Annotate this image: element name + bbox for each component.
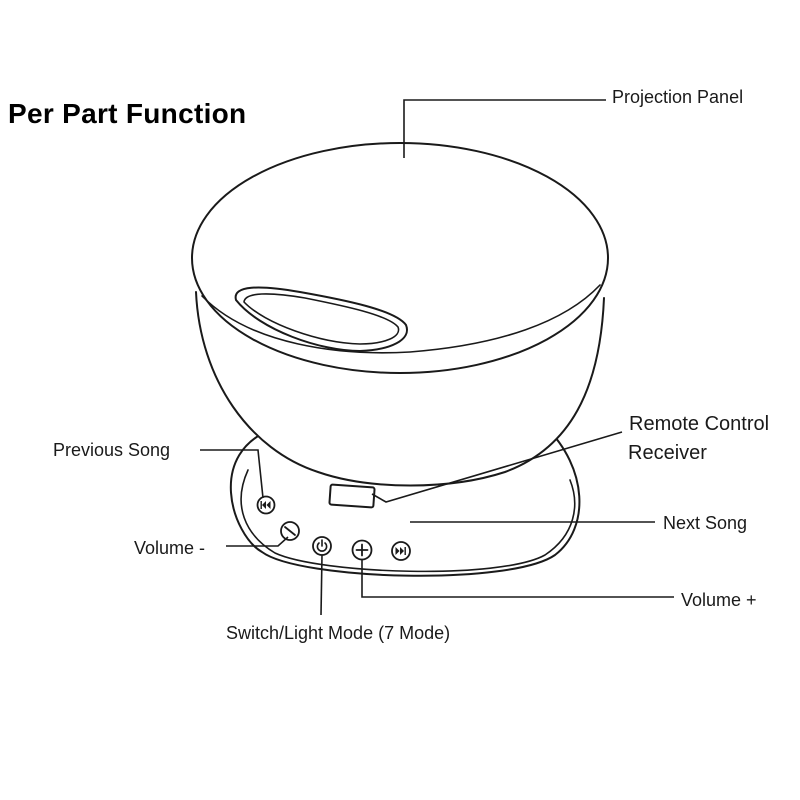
projection-panel-top <box>191 142 609 374</box>
label-next-song: Next Song <box>663 513 748 533</box>
minus-icon <box>284 526 296 536</box>
button-volume-minus[interactable] <box>280 521 300 541</box>
side-window <box>234 286 408 352</box>
button-volume-plus[interactable] <box>351 539 373 561</box>
label-projection-panel: Projection Panel <box>612 87 744 107</box>
leader-previous-song <box>200 449 264 499</box>
next-track-icon <box>395 547 406 555</box>
button-next-song[interactable] <box>391 541 411 561</box>
leader-volume-minus <box>226 536 289 547</box>
leader-projection-panel <box>403 99 606 158</box>
page-title: Per Part Function <box>8 98 247 129</box>
base-disc <box>230 425 581 577</box>
label-volume-minus: Volume - <box>134 538 206 558</box>
ir-receiver-window <box>328 483 376 509</box>
bowl-inner-rim <box>201 284 601 354</box>
leader-lines <box>200 99 674 616</box>
label-remote-control-line2: Receiver <box>628 442 707 464</box>
plus-icon <box>355 543 369 557</box>
bowl-body <box>191 142 609 487</box>
previous-track-icon <box>260 501 271 509</box>
base-rim-outer <box>230 425 581 577</box>
leader-switch-light-mode <box>320 554 323 616</box>
label-previous-song: Previous Song <box>53 440 171 460</box>
button-previous-song[interactable] <box>256 495 276 515</box>
side-window-inner <box>243 293 400 345</box>
base-rim-inner <box>240 469 576 573</box>
label-switch-light-mode: Switch/Light Mode (7 Mode) <box>226 623 451 643</box>
button-power[interactable] <box>312 536 332 556</box>
leader-remote-control <box>371 431 623 503</box>
side-window-outer <box>234 286 408 352</box>
leader-volume-plus <box>361 559 674 598</box>
label-volume-plus: Volume + <box>681 590 757 610</box>
power-icon <box>316 539 328 552</box>
label-remote-control-line1: Remote Control <box>629 413 770 435</box>
